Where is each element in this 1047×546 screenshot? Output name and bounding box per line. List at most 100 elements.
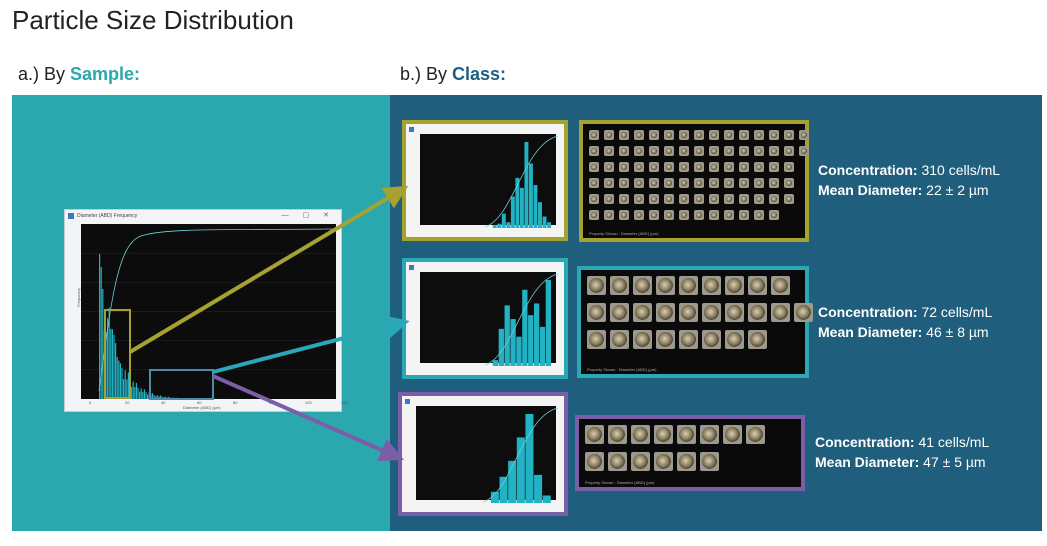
cell-image-thumbnail[interactable] — [649, 178, 659, 188]
cell-image-thumbnail[interactable] — [664, 210, 674, 220]
cell-image-thumbnail[interactable] — [739, 130, 749, 140]
cell-image-thumbnail[interactable] — [649, 146, 659, 156]
cell-image-thumbnail[interactable] — [694, 162, 704, 172]
cell-image-thumbnail[interactable] — [794, 303, 813, 322]
class-3-gallery[interactable]: Property Shown : Diameter (ABD) (µm) — [575, 415, 805, 491]
cell-image-thumbnail[interactable] — [724, 210, 734, 220]
cell-image-thumbnail[interactable] — [769, 178, 779, 188]
cell-image-thumbnail[interactable] — [799, 146, 809, 156]
cell-image-thumbnail[interactable] — [694, 146, 704, 156]
cell-image-thumbnail[interactable] — [679, 178, 689, 188]
cell-image-thumbnail[interactable] — [679, 194, 689, 204]
cell-image-thumbnail[interactable] — [619, 210, 629, 220]
cell-image-thumbnail[interactable] — [679, 330, 698, 349]
cell-image-thumbnail[interactable] — [610, 330, 629, 349]
cell-image-thumbnail[interactable] — [679, 276, 698, 295]
cell-image-thumbnail[interactable] — [725, 330, 744, 349]
cell-image-thumbnail[interactable] — [702, 303, 721, 322]
cell-image-thumbnail[interactable] — [604, 146, 614, 156]
cell-image-thumbnail[interactable] — [587, 276, 606, 295]
cell-image-thumbnail[interactable] — [585, 452, 604, 471]
cell-image-thumbnail[interactable] — [746, 425, 765, 444]
cell-image-thumbnail[interactable] — [604, 178, 614, 188]
cell-image-thumbnail[interactable] — [604, 194, 614, 204]
cell-image-thumbnail[interactable] — [619, 194, 629, 204]
cell-image-thumbnail[interactable] — [654, 425, 673, 444]
class-1-gallery[interactable]: Property Shown : Diameter (ABD) (µm) — [579, 120, 809, 242]
class-2-histogram[interactable] — [402, 258, 568, 379]
cell-image-thumbnail[interactable] — [754, 162, 764, 172]
cell-image-thumbnail[interactable] — [589, 162, 599, 172]
cell-image-thumbnail[interactable] — [679, 210, 689, 220]
cell-image-thumbnail[interactable] — [694, 130, 704, 140]
cell-image-thumbnail[interactable] — [649, 210, 659, 220]
cell-image-thumbnail[interactable] — [754, 130, 764, 140]
cell-image-thumbnail[interactable] — [748, 276, 767, 295]
cell-image-thumbnail[interactable] — [739, 194, 749, 204]
cell-image-thumbnail[interactable] — [702, 330, 721, 349]
cell-image-thumbnail[interactable] — [739, 210, 749, 220]
cell-image-thumbnail[interactable] — [610, 276, 629, 295]
cell-image-thumbnail[interactable] — [724, 178, 734, 188]
cell-image-thumbnail[interactable] — [619, 130, 629, 140]
cell-image-thumbnail[interactable] — [604, 130, 614, 140]
cell-image-thumbnail[interactable] — [656, 303, 675, 322]
class-1-histogram[interactable] — [402, 120, 568, 241]
cell-image-thumbnail[interactable] — [619, 162, 629, 172]
cell-image-thumbnail[interactable] — [769, 162, 779, 172]
cell-image-thumbnail[interactable] — [587, 303, 606, 322]
cell-image-thumbnail[interactable] — [608, 425, 627, 444]
cell-image-thumbnail[interactable] — [784, 178, 794, 188]
cell-image-thumbnail[interactable] — [587, 330, 606, 349]
cell-image-thumbnail[interactable] — [634, 178, 644, 188]
cell-image-thumbnail[interactable] — [664, 178, 674, 188]
cell-image-thumbnail[interactable] — [604, 162, 614, 172]
cell-image-thumbnail[interactable] — [754, 194, 764, 204]
cell-image-thumbnail[interactable] — [585, 425, 604, 444]
cell-image-thumbnail[interactable] — [694, 210, 704, 220]
cell-image-thumbnail[interactable] — [723, 425, 742, 444]
cell-image-thumbnail[interactable] — [679, 162, 689, 172]
cell-image-thumbnail[interactable] — [724, 130, 734, 140]
cell-image-thumbnail[interactable] — [784, 146, 794, 156]
cell-image-thumbnail[interactable] — [709, 162, 719, 172]
cell-image-thumbnail[interactable] — [619, 178, 629, 188]
cell-image-thumbnail[interactable] — [709, 210, 719, 220]
cell-image-thumbnail[interactable] — [649, 194, 659, 204]
cell-image-thumbnail[interactable] — [589, 130, 599, 140]
cell-image-thumbnail[interactable] — [610, 303, 629, 322]
cell-image-thumbnail[interactable] — [709, 178, 719, 188]
cell-image-thumbnail[interactable] — [654, 452, 673, 471]
cell-image-thumbnail[interactable] — [739, 178, 749, 188]
cell-image-thumbnail[interactable] — [664, 130, 674, 140]
cell-image-thumbnail[interactable] — [702, 276, 721, 295]
cell-image-thumbnail[interactable] — [709, 146, 719, 156]
cell-image-thumbnail[interactable] — [634, 194, 644, 204]
cell-image-thumbnail[interactable] — [679, 130, 689, 140]
cell-image-thumbnail[interactable] — [754, 178, 764, 188]
class-3-histogram[interactable] — [398, 392, 568, 516]
cell-image-thumbnail[interactable] — [784, 162, 794, 172]
cell-image-thumbnail[interactable] — [664, 162, 674, 172]
cell-image-thumbnail[interactable] — [725, 276, 744, 295]
cell-image-thumbnail[interactable] — [709, 194, 719, 204]
cell-image-thumbnail[interactable] — [769, 146, 779, 156]
cell-image-thumbnail[interactable] — [771, 276, 790, 295]
cell-image-thumbnail[interactable] — [634, 146, 644, 156]
cell-image-thumbnail[interactable] — [784, 130, 794, 140]
cell-image-thumbnail[interactable] — [784, 194, 794, 204]
cell-image-thumbnail[interactable] — [634, 162, 644, 172]
cell-image-thumbnail[interactable] — [739, 146, 749, 156]
cell-image-thumbnail[interactable] — [748, 303, 767, 322]
cell-image-thumbnail[interactable] — [664, 194, 674, 204]
cell-image-thumbnail[interactable] — [700, 452, 719, 471]
cell-image-thumbnail[interactable] — [771, 303, 790, 322]
cell-image-thumbnail[interactable] — [694, 178, 704, 188]
cell-image-thumbnail[interactable] — [724, 194, 734, 204]
window-controls-icon[interactable]: — ▢ ✕ — [281, 212, 335, 219]
cell-image-thumbnail[interactable] — [679, 303, 698, 322]
cell-image-thumbnail[interactable] — [769, 210, 779, 220]
cell-image-thumbnail[interactable] — [677, 452, 696, 471]
cell-image-thumbnail[interactable] — [631, 425, 650, 444]
cell-image-thumbnail[interactable] — [633, 276, 652, 295]
